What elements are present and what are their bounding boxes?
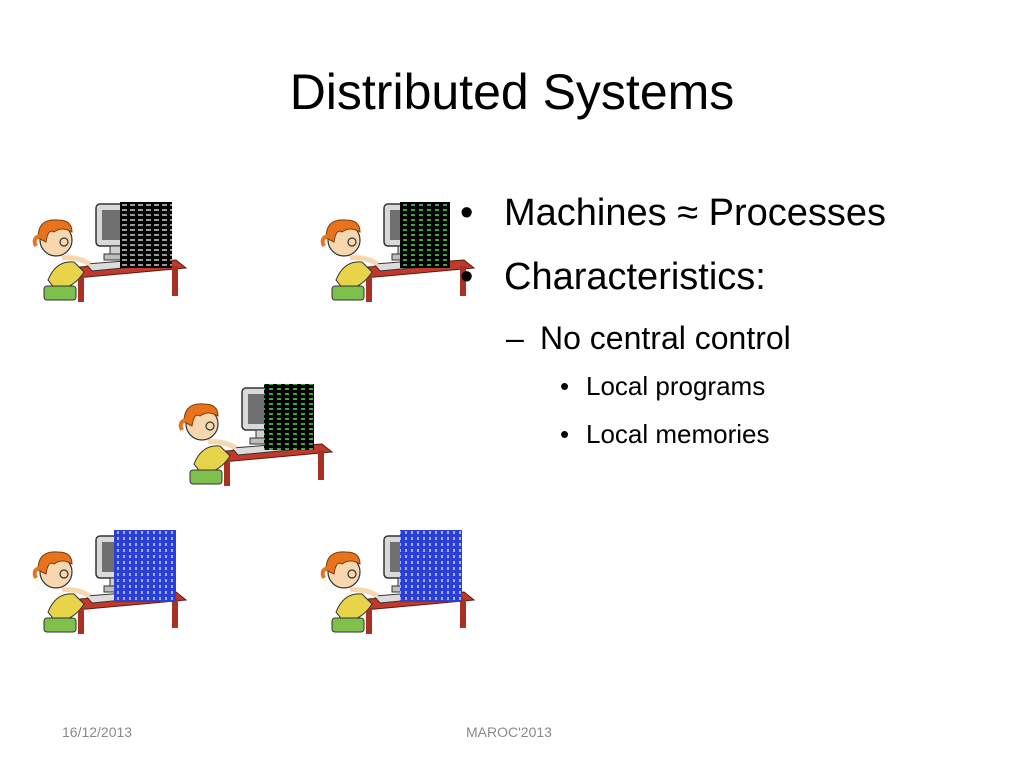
bullet-text: Local memories (586, 419, 770, 449)
bullet-text: No central control (540, 320, 791, 356)
bullet-marker: • (560, 371, 570, 401)
code-screen (400, 202, 450, 268)
bullet-marker: • (460, 192, 474, 234)
code-screen (120, 202, 172, 268)
station-1 (26, 198, 196, 308)
sub-sub-bullet-item: • Local memories (560, 418, 1012, 450)
station-3 (172, 382, 342, 492)
sub-bullet-item: – No central control (506, 318, 1012, 358)
person-at-computer-icon (172, 384, 342, 492)
bullet-marker: • (560, 419, 570, 449)
bullet-text: Machines ≈ Processes (504, 192, 887, 234)
bullet-marker: • (460, 256, 474, 298)
bullet-text: Local programs (586, 371, 766, 401)
bullet-item: • Characteristics: (452, 254, 1012, 300)
person-at-computer-icon (26, 530, 196, 640)
bullet-text: Characteristics: (504, 256, 766, 298)
code-screen (264, 384, 314, 450)
code-screen (400, 530, 462, 602)
slide-title: Distributed Systems (289, 64, 735, 120)
station-5 (314, 530, 484, 640)
footer-date: 16/12/2013 (62, 724, 133, 740)
dash-marker: – (506, 320, 524, 356)
person-at-computer-icon (314, 198, 484, 308)
footer-title: MAROC'2013 (466, 724, 552, 740)
station-2 (314, 198, 484, 308)
station-4 (26, 530, 196, 640)
bullet-item: • Machines ≈ Processes (452, 190, 1012, 236)
person-at-computer-icon (26, 198, 196, 308)
person-at-computer-icon (314, 530, 484, 640)
bullet-list: • Machines ≈ Processes • Characteristics… (452, 190, 1012, 466)
code-screen (114, 530, 176, 602)
sub-sub-bullet-item: • Local programs (560, 370, 1012, 402)
